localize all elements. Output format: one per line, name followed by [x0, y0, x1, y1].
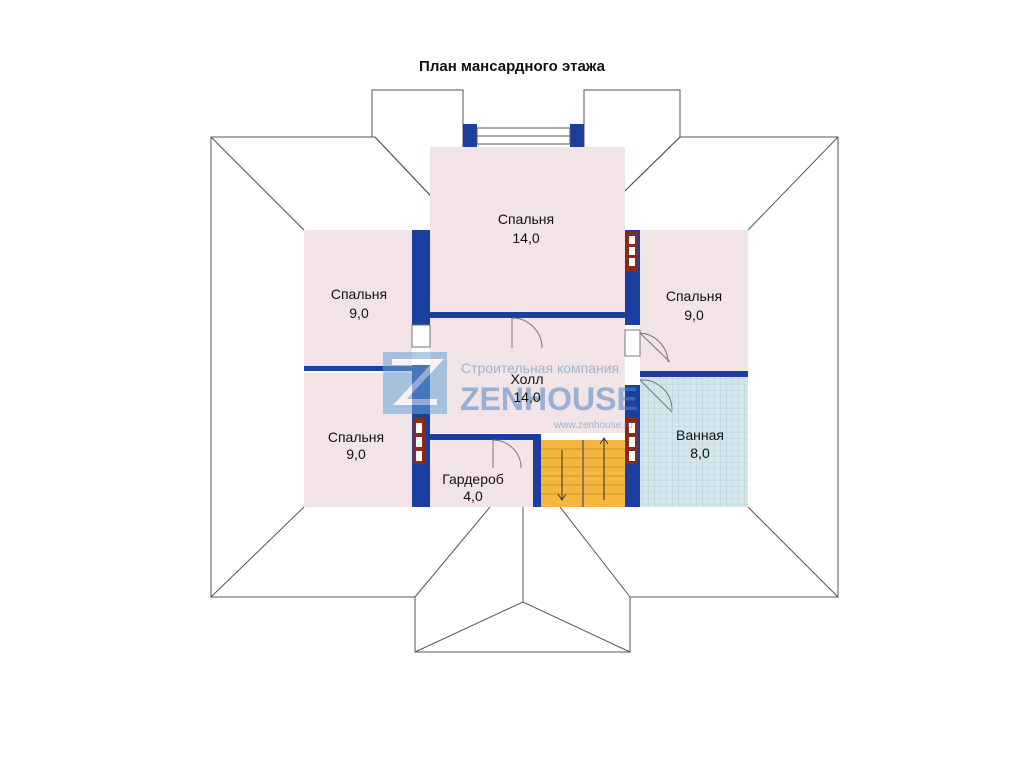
watermark-url: www.zenhouse.ru [553, 420, 633, 431]
rooms-fill [304, 147, 748, 507]
door-swings [492, 317, 673, 469]
label-bathroom-area: 8,0 [690, 445, 710, 461]
room-hall [430, 318, 625, 433]
chimneys [413, 232, 638, 464]
label-wardrobe-area: 4,0 [463, 488, 483, 504]
label-hall-name: Холл [511, 371, 544, 387]
page-title: План мансардного этажа [419, 58, 605, 75]
room-labels: Спальня 14,0 Спальня 9,0 Спальня 9,0 Хол… [328, 211, 724, 504]
label-bedroom-top-name: Спальня [498, 211, 554, 227]
watermark-company: Строительная компания [461, 360, 619, 376]
label-bathroom-name: Ванная [676, 427, 724, 443]
label-wardrobe-name: Гардероб [442, 471, 504, 487]
label-bedroom-left-top-name: Спальня [331, 286, 387, 302]
label-bedroom-left-bottom-name: Спальня [328, 429, 384, 445]
label-bedroom-left-top-area: 9,0 [349, 305, 369, 321]
room-bedroom-top [430, 147, 625, 312]
door-openings [411, 324, 641, 357]
staircase [541, 437, 625, 507]
label-bedroom-left-bottom-area: 9,0 [346, 446, 366, 462]
label-bedroom-right-name: Спальня [666, 288, 722, 304]
label-hall-area: 14,0 [513, 389, 540, 405]
watermark-brand: ZENHOUSE [460, 381, 638, 417]
watermark: Строительная компания ZENHOUSE www.zenho… [383, 352, 638, 431]
label-bedroom-right-area: 9,0 [684, 307, 704, 323]
label-bedroom-top-area: 14,0 [512, 230, 539, 246]
room-bedroom-right [640, 230, 748, 372]
room-bedroom-left-top [304, 230, 412, 368]
